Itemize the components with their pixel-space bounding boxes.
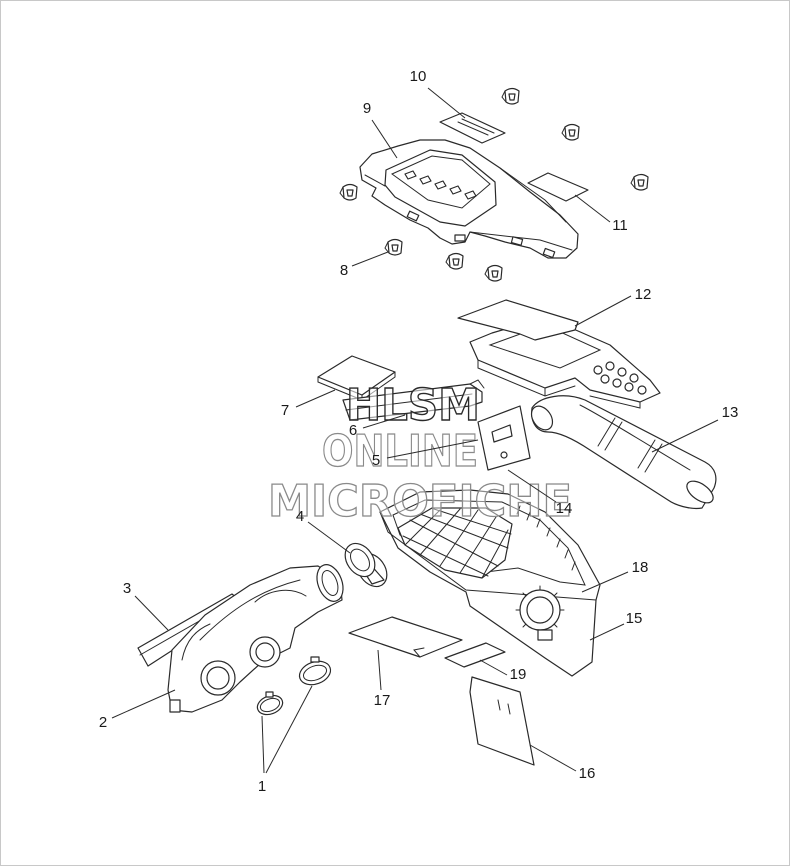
callout-11: 11 [612,217,628,234]
watermark-line-1: HLSM [346,380,480,431]
callout-18: 18 [632,559,649,576]
leader-19 [479,659,508,676]
part-4-coupler [344,542,388,588]
callout-10: 10 [410,68,427,85]
part-13-intake-duct [530,395,717,510]
leader-4 [307,521,351,554]
part-19-label-sheet [444,642,506,668]
callout-1: 1 [258,778,266,795]
clamp-large [298,656,332,686]
clamp-small [256,691,284,716]
part-17-sheet [348,616,463,658]
leader-15 [589,623,625,641]
callout-14: 14 [556,500,573,517]
part-1-hose-clamps [256,656,332,716]
leader-1b [265,685,313,774]
leader-6 [362,414,406,429]
leader-2 [111,689,176,719]
part-11-label-sheet [527,172,589,202]
callout-13: 13 [722,404,739,421]
callout-16: 16 [579,765,596,782]
callout-12: 12 [635,286,652,303]
part-6-bracket [342,379,485,421]
part-5-plate [477,405,531,471]
leader-12 [574,295,632,327]
callout-8: 8 [340,262,348,279]
leader-lines [111,87,719,774]
callout-6: 6 [349,422,357,439]
housing-round-port [515,585,565,641]
leader-9 [371,119,398,159]
watermark: HLSM ONLINE MICROFICHE [267,379,572,527]
leader-11 [574,194,611,223]
leader-8 [351,251,389,267]
leader-7 [295,389,336,408]
callout-4: 4 [296,508,304,525]
watermark-line-3: MICROFICHE [268,476,572,527]
callout-numbers: 10 9 11 8 12 7 6 5 13 14 4 3 18 15 19 17… [99,68,739,795]
part-2-inlet-housing [167,564,344,713]
leader-14 [507,469,557,503]
callout-17: 17 [374,692,391,709]
callout-19: 19 [510,666,527,683]
watermark-line-2: ONLINE [322,426,478,477]
part-12-filter-element [457,299,661,409]
callout-15: 15 [626,610,643,627]
leader-10 [427,87,466,119]
part-10-label-sheet [439,112,506,144]
leader-17 [377,649,382,691]
leader-13 [651,419,719,453]
callout-5: 5 [372,452,380,469]
callout-9: 9 [363,100,371,117]
leader-18 [581,571,629,593]
part-9-airbox-lid [359,139,579,259]
part-18-filter-grid [397,507,513,579]
leader-16 [529,744,577,772]
leader-1a [261,715,265,774]
leader-3 [134,595,169,631]
filter-hole-pattern [593,361,647,395]
part-16-sheet [469,676,535,766]
callout-3: 3 [123,580,131,597]
callout-2: 2 [99,714,107,731]
callout-7: 7 [281,402,289,419]
leader-5 [386,439,479,459]
